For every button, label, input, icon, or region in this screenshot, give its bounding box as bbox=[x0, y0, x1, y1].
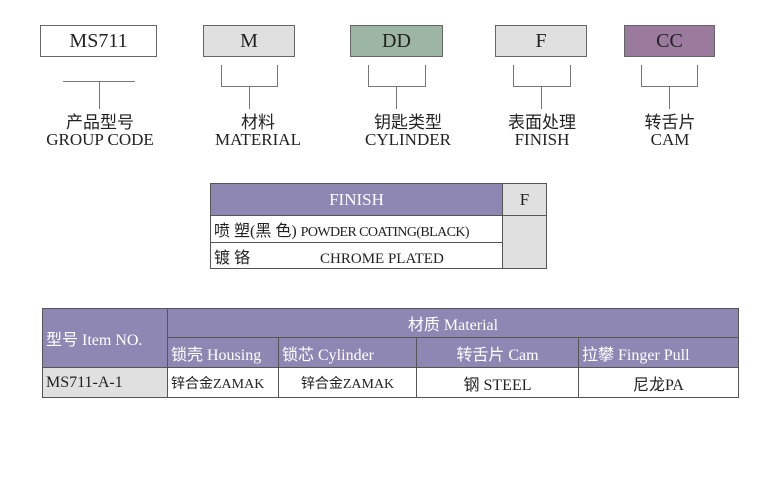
finish-code: F bbox=[502, 183, 547, 216]
code-box-group: MS711 bbox=[40, 25, 157, 57]
cell: 锌合金ZAMAK bbox=[167, 367, 279, 398]
bracket bbox=[513, 65, 571, 87]
col-header-cam: 转舌片 Cam bbox=[416, 337, 579, 368]
code-box-material: M bbox=[203, 25, 295, 57]
material-header: 材质 Material bbox=[167, 308, 739, 338]
finish-row: 喷 塑(黑 色)POWDER COATING(BLACK) bbox=[210, 215, 503, 243]
col-header-cylinder: 锁芯 Cylinder bbox=[278, 337, 417, 368]
connector bbox=[396, 87, 397, 109]
col-header-housing: 锁壳 Housing bbox=[167, 337, 279, 368]
cell: 钢 STEEL bbox=[416, 367, 579, 398]
bracket bbox=[641, 65, 698, 87]
code-box-cylinder: DD bbox=[350, 25, 443, 57]
finish-header: FINISH bbox=[210, 183, 503, 216]
item-cell: MS711-A-1 bbox=[42, 367, 168, 398]
cell: 锌合金ZAMAK bbox=[278, 367, 417, 398]
table-row: MS711-A-1 锌合金ZAMAK 锌合金ZAMAK 钢 STEEL 尼龙PA bbox=[42, 367, 739, 398]
finish-code-cell bbox=[502, 215, 547, 269]
cell: 尼龙PA bbox=[578, 367, 739, 398]
connector bbox=[249, 87, 250, 109]
bracket bbox=[368, 65, 426, 87]
item-header: 型号 Item NO. bbox=[42, 308, 168, 368]
connector bbox=[669, 87, 670, 109]
code-box-cam: CC bbox=[624, 25, 715, 57]
col-header-finger-pull: 拉攀 Finger Pull bbox=[578, 337, 739, 368]
connector bbox=[99, 81, 100, 109]
connector bbox=[541, 87, 542, 109]
bracket bbox=[221, 65, 278, 87]
code-box-finish: F bbox=[495, 25, 587, 57]
material-table: 型号 Item NO.材质 Material 锁壳 Housing 锁芯 Cyl… bbox=[42, 308, 739, 398]
